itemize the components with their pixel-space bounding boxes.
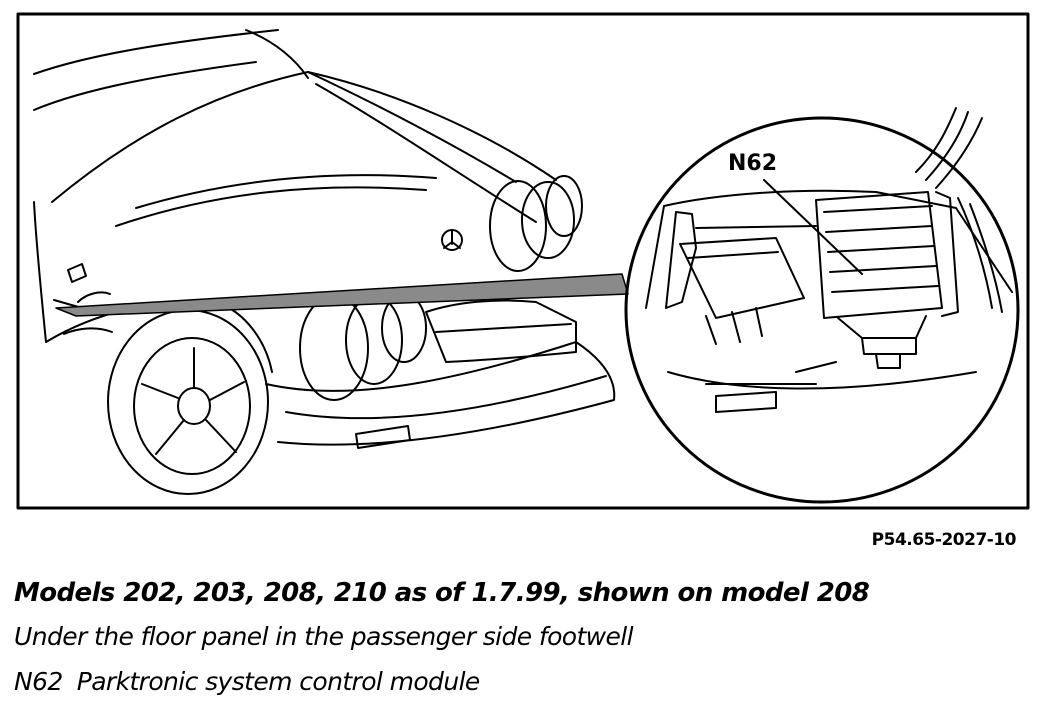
car-grille <box>425 299 577 363</box>
car-hood <box>51 71 557 203</box>
car-illustration <box>33 29 616 495</box>
figure-code: P54.65-2027-10 <box>871 530 1017 550</box>
secondary-module <box>679 237 805 345</box>
legend-code: N62 <box>14 667 63 696</box>
hood-star-emblem <box>441 229 463 251</box>
leader-line <box>55 273 629 317</box>
caption-location-line: Under the floor panel in the passenger s… <box>14 622 634 651</box>
car-wheel <box>107 309 269 495</box>
detail-magnifier <box>624 107 1020 504</box>
legend-description: Parktronic system control module <box>76 667 481 696</box>
frame-border <box>16 12 1030 510</box>
caption-models-line: Models 202, 203, 208, 210 as of 1.7.99, … <box>14 578 870 608</box>
n62-callout-label: N62 <box>728 151 777 176</box>
car-fender <box>33 201 47 343</box>
illustration-frame: N62 <box>16 12 1030 510</box>
n62-control-module <box>815 191 959 369</box>
car-windshield <box>33 29 279 75</box>
n62-pointer <box>763 179 863 275</box>
caption-legend: N62 Parktronic system control module <box>14 667 480 696</box>
